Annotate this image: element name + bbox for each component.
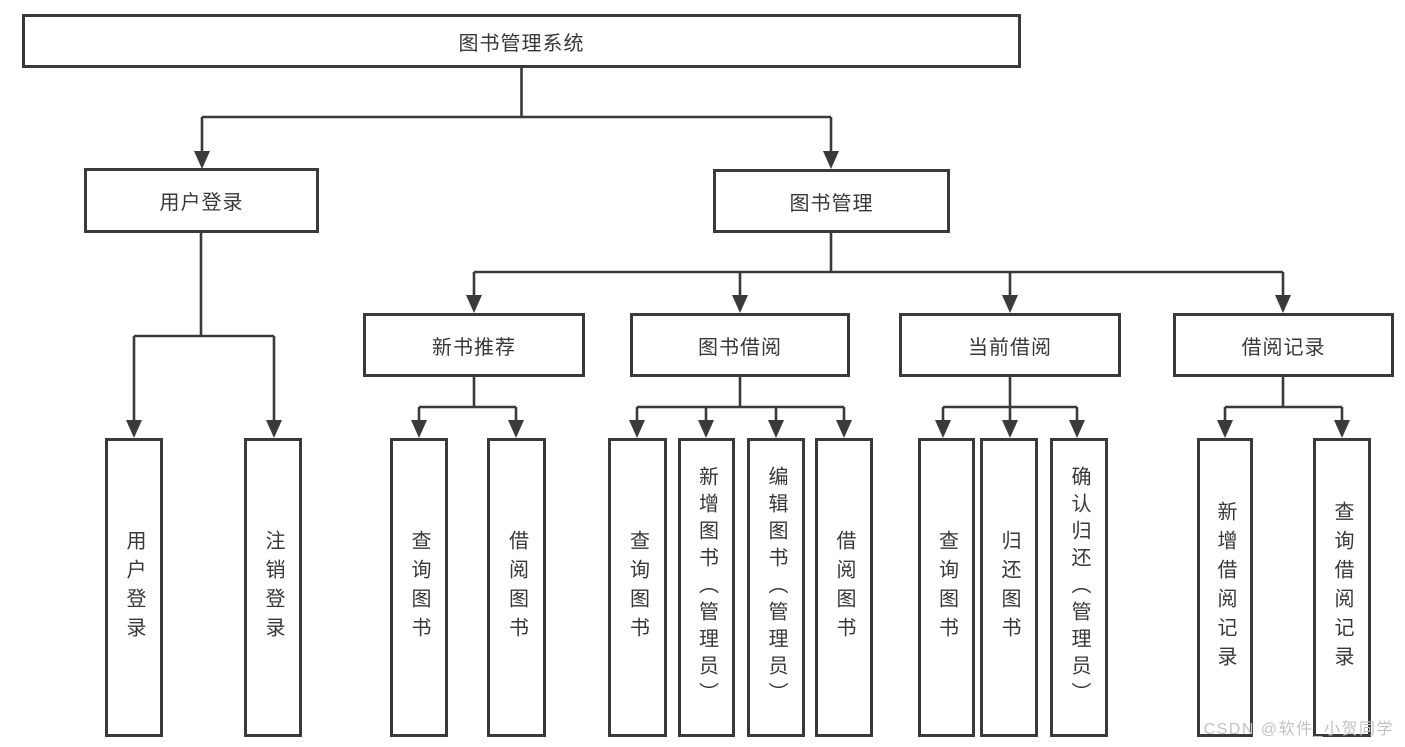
arrowheads [126,151,1350,438]
connector-segments [132,67,1344,421]
node-user-login: 用户登录 [84,168,319,233]
leaf-edit-books-admin: 编辑图书（管理员） [747,438,805,737]
node-root-system: 图书管理系统 [22,14,1021,68]
leaf-query-books-recommend: 查询图书 [390,438,448,737]
leaf-logout: 注销登录 [244,438,302,737]
leaf-add-borrow-record: 新增借阅记录 [1197,438,1253,737]
leaf-user-login: 用户登录 [105,438,163,737]
leaf-query-books-current: 查询图书 [918,438,975,737]
leaf-add-books-admin: 新增图书（管理员） [678,438,735,737]
leaf-query-borrow-record: 查询借阅记录 [1313,438,1371,737]
leaf-confirm-return-admin: 确认归还（管理员） [1050,438,1108,737]
leaf-return-books: 归还图书 [980,438,1038,737]
node-new-book-recommendation: 新书推荐 [363,313,585,377]
csdn-watermark: CSDN @软件_小贺同学 [1203,721,1394,738]
leaf-borrow-books-recommend: 借阅图书 [487,438,546,737]
node-borrowing-records: 借阅记录 [1173,313,1394,377]
leaf-query-books-borrowing: 查询图书 [608,438,667,737]
node-current-borrowing: 当前借阅 [899,313,1121,377]
node-book-borrowing: 图书借阅 [630,313,850,377]
node-book-management: 图书管理 [713,169,950,233]
leaf-borrow-books: 借阅图书 [815,438,873,737]
